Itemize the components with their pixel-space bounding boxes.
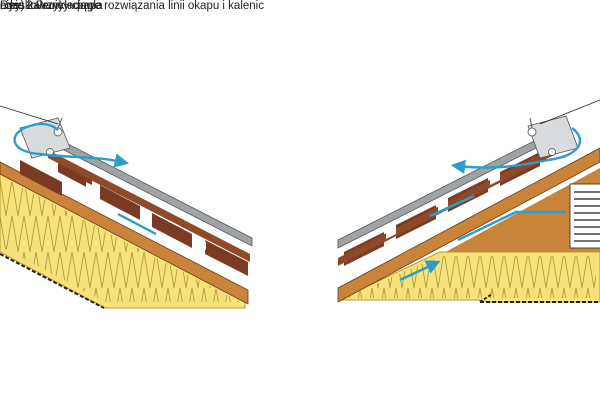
airflow-arrow-icon [457, 210, 566, 242]
left-batten [20, 160, 62, 196]
airflow-arrow-icon [13, 124, 130, 168]
figure-caption-line-1: Rys. 2 Przykładowe rozwiązania linii oka… [0, 0, 264, 12]
airflow-arrow-icon [399, 260, 441, 282]
right-rafter [337, 147, 600, 303]
left-batten [205, 240, 248, 276]
airflow-arrow-icon [29, 122, 59, 131]
left-batten [100, 185, 140, 220]
right-diagram-title: Linia kalenicy ciągła [0, 0, 103, 12]
airflow-arrow-icon [429, 194, 475, 218]
ventilation-grille-icon [569, 183, 600, 249]
left-batten [152, 213, 192, 248]
figure-caption-line-2: odeskowany + papa [0, 0, 103, 12]
airflow-arrow-icon [117, 212, 157, 236]
left-roof-section [0, 105, 253, 309]
left-membrane [0, 253, 105, 309]
right-roof-section [337, 99, 600, 303]
airflow-arrow-icon [450, 127, 582, 174]
left-diagram-title: nicy) [0, 0, 25, 12]
right-gable-wall [440, 168, 600, 262]
left-rafter [0, 161, 249, 305]
